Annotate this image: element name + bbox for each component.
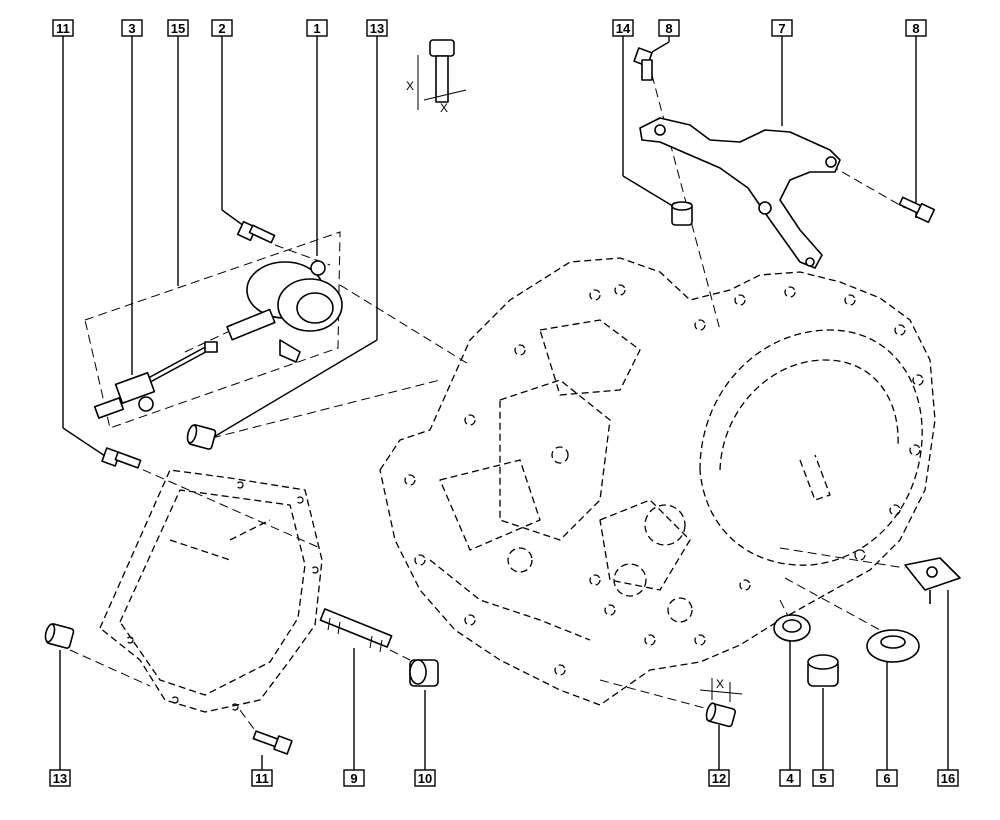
label-3: 3 xyxy=(121,19,143,37)
svg-text:X: X xyxy=(406,79,414,93)
svg-text:11: 11 xyxy=(255,771,269,786)
washer-part-6 xyxy=(866,629,920,663)
label-6: 6 xyxy=(876,769,898,787)
dowel-part-12: X xyxy=(699,677,743,728)
bolt-part-11-upper xyxy=(101,447,142,469)
nut-part-10 xyxy=(409,659,439,687)
svg-text:12: 12 xyxy=(712,771,726,786)
svg-text:10: 10 xyxy=(418,771,432,786)
svg-text:2: 2 xyxy=(218,21,225,36)
label-9: 9 xyxy=(343,769,365,787)
washer-part-4 xyxy=(773,614,811,642)
svg-text:14: 14 xyxy=(616,21,631,36)
bolt-part-8-right xyxy=(898,196,936,224)
gasket-cover xyxy=(99,469,323,713)
dowel-part-13-lower xyxy=(44,623,75,649)
label-12: 12 xyxy=(708,769,730,787)
label-1: 1 xyxy=(306,19,328,37)
leader-lines xyxy=(59,30,949,770)
bolt-part-2 xyxy=(236,220,276,244)
label-11-top: 11 xyxy=(52,19,74,37)
label-13-top: 13 xyxy=(366,19,388,37)
svg-text:8: 8 xyxy=(665,21,672,36)
bolt-part-11-lower xyxy=(252,730,293,755)
label-2: 2 xyxy=(211,19,233,37)
svg-text:15: 15 xyxy=(171,21,185,36)
svg-text:6: 6 xyxy=(883,771,890,786)
svg-text:X: X xyxy=(440,101,448,115)
svg-text:13: 13 xyxy=(370,21,384,36)
clutch-lever-part-7 xyxy=(639,117,841,269)
svg-text:13: 13 xyxy=(53,771,67,786)
bracket-part-16 xyxy=(904,557,961,604)
svg-text:X: X xyxy=(716,677,724,691)
label-10: 10 xyxy=(414,769,436,787)
svg-text:16: 16 xyxy=(941,771,955,786)
label-7: 7 xyxy=(771,19,793,37)
clutch-slave-cylinder xyxy=(226,260,343,363)
label-13-bottom: 13 xyxy=(49,769,71,787)
callout-labels: 11 3 15 2 1 13 14 8 7 8 13 11 9 10 12 4 … xyxy=(49,19,959,787)
label-11-bottom: 11 xyxy=(251,769,273,787)
stud-part-9 xyxy=(319,608,393,653)
label-14: 14 xyxy=(612,19,634,37)
svg-text:3: 3 xyxy=(128,21,135,36)
label-4: 4 xyxy=(779,769,801,787)
svg-text:9: 9 xyxy=(350,771,357,786)
hydraulic-pipe xyxy=(93,341,218,419)
svg-text:5: 5 xyxy=(819,771,826,786)
bushing-part-14 xyxy=(671,201,693,226)
label-8-left: 8 xyxy=(658,19,680,37)
svg-text:4: 4 xyxy=(786,771,794,786)
bolt-part-8-upper xyxy=(633,47,653,81)
svg-text:11: 11 xyxy=(56,21,70,36)
dimension-detail-bolt: X X xyxy=(406,39,467,115)
svg-text:7: 7 xyxy=(778,21,785,36)
label-8-right: 8 xyxy=(905,19,927,37)
label-15: 15 xyxy=(167,19,189,37)
svg-text:1: 1 xyxy=(313,21,320,36)
label-16: 16 xyxy=(937,769,959,787)
gearbox-housing xyxy=(379,257,936,706)
dowel-part-13-upper xyxy=(186,424,217,450)
label-5: 5 xyxy=(812,769,834,787)
svg-text:8: 8 xyxy=(912,21,919,36)
plug-part-5 xyxy=(807,654,839,687)
